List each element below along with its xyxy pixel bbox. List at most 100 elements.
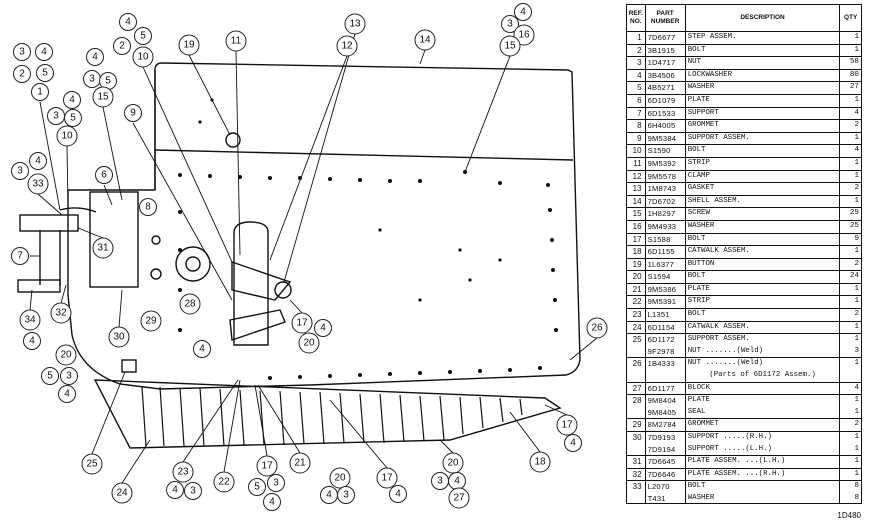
callout-circle [166,481,184,499]
cell-part: 6D1533 [645,106,686,120]
callout-number: 15 [504,41,516,52]
callout-circle [111,482,133,504]
callout-number: 4 [172,485,178,496]
callout-circle [448,487,470,509]
callout-number: 5 [42,68,48,79]
callout-bubble: 15 [92,86,114,108]
callout-circle [92,86,114,108]
callout-number: 3 [343,490,349,501]
cell-part: 3B1915 [645,43,686,57]
callout-circle [23,332,41,350]
callout-bubble: 26 [586,317,608,339]
callout-number: 3 [273,478,279,489]
cell-ref [627,370,646,383]
callout-circle [344,13,366,35]
callout-number: 5 [105,76,111,87]
callout-bubble: 5 [248,478,266,496]
cell-ref: 32 [627,467,646,481]
cell-qty: 24 [839,270,861,284]
cell-part: L2070 [645,480,686,493]
cell-qty: 2 [839,418,861,432]
callout-bubble: 12 [336,35,358,57]
callout-bubble: 5 [36,64,54,82]
cell-qty: 2 [839,182,861,196]
cell-desc: NUT .......(Weld) [685,345,841,358]
cell-part: 1L6377 [645,257,686,271]
cell-part: 1D4717 [645,56,686,70]
callout-bubble: 4 [564,434,582,452]
callout-bubble: 27 [448,487,470,509]
callout-number: 3 [507,19,513,30]
callout-number: 4 [35,156,41,167]
cell-ref: 24 [627,320,646,334]
callout-circle [132,46,154,68]
cell-desc: BOLT [685,232,841,246]
callout-bubble: 20 [298,332,320,354]
cell-desc: STRIP [685,295,841,309]
cell-desc: SUPPORT ASSEM. [685,333,841,346]
callout-number: 31 [97,243,109,254]
cell-desc: GROMMET [685,418,841,432]
cell-ref: 33 [627,480,646,493]
cell-part: 6D1154 [645,320,686,334]
callout-number: 17 [261,461,273,472]
callout-number: 29 [145,316,157,327]
callout-circle [314,319,332,337]
cell-desc: (Parts of 6D1172 Assem.) [685,370,841,383]
callout-number: 2 [119,41,125,52]
callout-bubble: 3 [13,43,31,61]
callout-bubble: 10 [56,125,78,147]
cell-part: 9M4933 [645,219,686,233]
callout-bubble: 3 [60,367,78,385]
cell-qty: 4 [839,144,861,158]
callout-number: 3 [53,111,59,122]
callout-bubble: 4 [389,485,407,503]
cell-ref: 7 [627,106,646,120]
cell-part: 1M8743 [645,182,686,196]
callout-bubble: 25 [81,453,103,475]
callout-bubble: 2 [13,65,31,83]
cell-ref: 20 [627,270,646,284]
callout-circle [13,43,31,61]
lower-bracket [17,279,61,293]
table-row: (Parts of 6D1172 Assem.) [627,370,861,383]
callout-number: 9 [130,108,136,119]
callout-number: 5 [47,371,53,382]
cell-ref: 22 [627,295,646,309]
cell-ref: 28 [627,394,646,407]
cell-part: 9M8404 [645,394,686,407]
cell-part: 7D9194 [645,443,686,456]
table-header-row: REF. NO. PART NUMBER DESCRIPTION QTY [627,5,861,32]
cell-desc: STRIP [685,156,841,171]
seal-plate [175,246,211,282]
callout-number: 19 [183,40,195,51]
callout-circle [414,29,436,51]
callout-circle [139,198,157,216]
cell-part: 7D6646 [645,467,686,481]
cell-desc: STEP ASSEM. [685,31,841,45]
cell-qty [840,370,861,382]
cell-part [645,370,686,383]
cell-qty: 1 [839,31,861,45]
cell-part: 9M8405 [645,406,686,419]
callout-number: 3 [19,47,25,58]
callout-bubble: 11 [225,30,247,52]
callout-bubble: 23 [172,461,194,483]
callout-number: 15 [97,92,109,103]
